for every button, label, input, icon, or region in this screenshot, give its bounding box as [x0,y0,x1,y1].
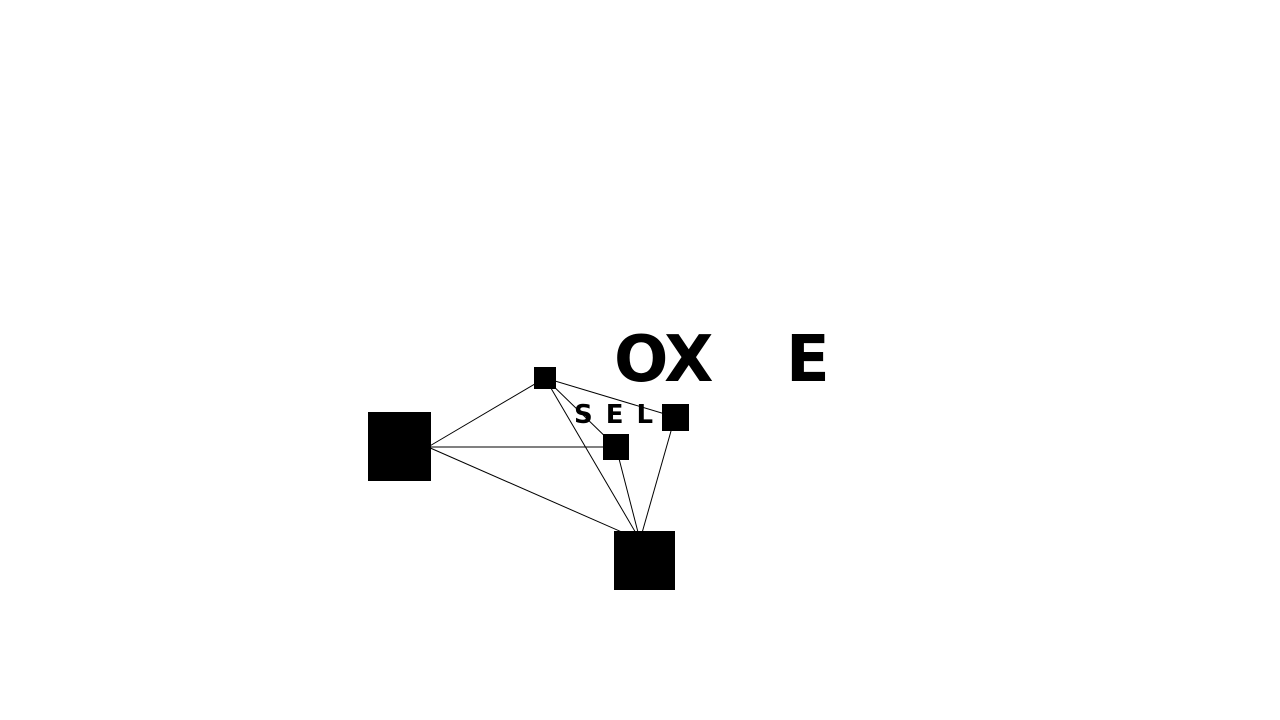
node-bottom-large [614,531,675,590]
edge-left-large-to-bottom-large [427,446,641,541]
network-nodes [368,367,689,590]
edge-top-small-to-bottom-large [544,377,641,541]
edge-left-large-to-top-small [427,377,546,448]
title-text-ox: OX [614,323,713,397]
edge-right-small-to-bottom-large [639,416,676,541]
node-right-small [662,404,689,431]
edge-middle-small-to-bottom-large [615,446,641,541]
node-left-large [368,412,431,481]
node-top-small [534,367,556,389]
network-edges [427,377,676,541]
title-text-e: E [786,323,830,397]
subtitle-text-sel: SEL [574,400,667,430]
edge-top-small-to-right-small [544,377,676,418]
node-middle-small [603,434,629,460]
